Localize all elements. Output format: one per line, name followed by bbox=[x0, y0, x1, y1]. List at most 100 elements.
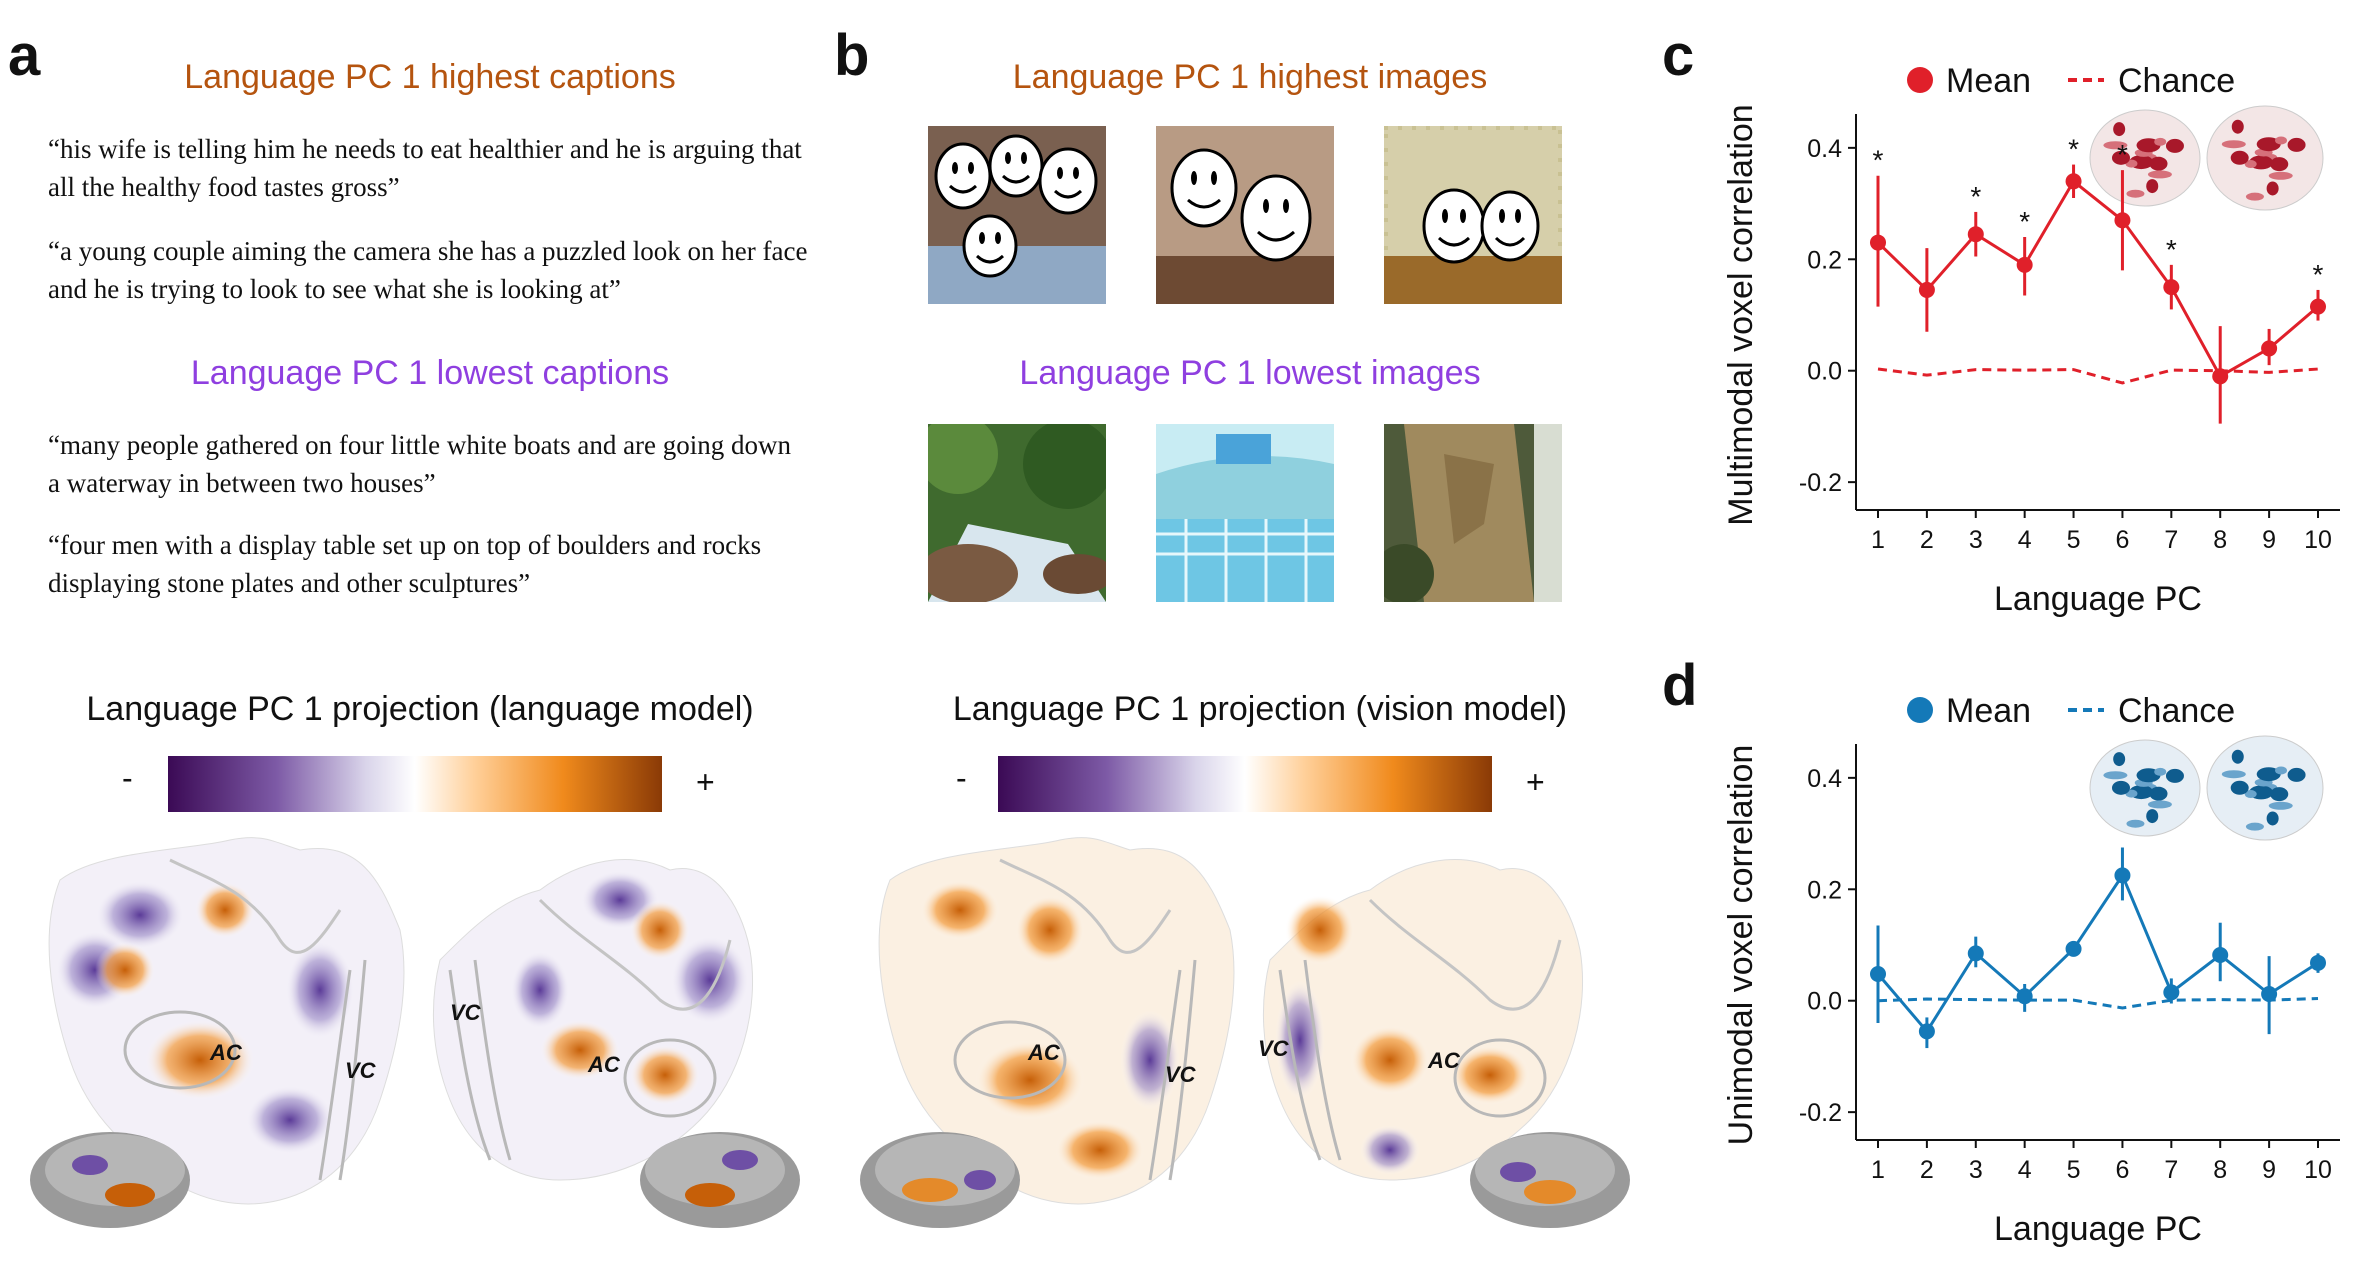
chart-c-legend-mean-label: Mean bbox=[1946, 62, 2031, 100]
chart-d-mean-point bbox=[2261, 986, 2278, 1003]
chart-c-chance-line bbox=[1877, 367, 2319, 385]
chart-c-y-tick-label: 0.4 bbox=[1807, 135, 1842, 163]
lowest-images-title: Language PC 1 lowest images bbox=[1019, 354, 1481, 392]
lowest-image-3 bbox=[1384, 424, 1562, 602]
roi-label-ac-left-b: AC bbox=[1027, 1040, 1061, 1065]
roi-label-vc-left-b: VC bbox=[1165, 1062, 1197, 1087]
chart-c-mean-point bbox=[2163, 279, 2180, 296]
chart-d-mean-point bbox=[1870, 965, 1886, 982]
chart-d-mean-point bbox=[2114, 867, 2131, 884]
chart-c-y-tick-label: 0.0 bbox=[1807, 358, 1842, 386]
highest-captions-title: Language PC 1 highest captions bbox=[184, 58, 676, 96]
right-inflated-brain-b bbox=[1470, 1132, 1630, 1228]
chart-c-x-tick-label: 1 bbox=[1871, 526, 1885, 554]
roi-label-vc-left: VC bbox=[345, 1058, 377, 1083]
left-hemisphere-flatmap bbox=[48, 837, 405, 1205]
chart-c-y-tick-label: -0.2 bbox=[1799, 469, 1842, 497]
lowest-image-2 bbox=[1156, 424, 1334, 602]
colorbar-b bbox=[998, 756, 1492, 812]
chart-c-significance-star: * bbox=[1970, 181, 1981, 212]
chart-c-mean-point bbox=[1870, 234, 1886, 251]
left-hemisphere-flatmap-b bbox=[878, 837, 1235, 1205]
chart-d-y-tick-label: -0.2 bbox=[1799, 1099, 1842, 1127]
highest-images-title: Language PC 1 highest images bbox=[1012, 58, 1488, 96]
chart-c-significance-star: * bbox=[2117, 139, 2128, 170]
chart-c-significance-star: * bbox=[1873, 145, 1884, 176]
colorbar bbox=[168, 756, 662, 812]
chart-c-x-tick-label: 4 bbox=[2018, 526, 2032, 554]
chart-c-x-tick-label: 2 bbox=[1920, 526, 1934, 554]
colorbar-gradient bbox=[168, 756, 662, 812]
chart-d-mean-point bbox=[1918, 1023, 1935, 1040]
chart-c-significance-star: * bbox=[2068, 134, 2079, 165]
highest-image-3 bbox=[1384, 126, 1562, 304]
panel-label-d: d bbox=[1662, 653, 1698, 718]
chart-d-x-tick-label: 2 bbox=[1920, 1156, 1934, 1184]
chart-d-y-axis-label: Unimodal voxel correlation bbox=[1722, 745, 1760, 1146]
roi-label-vc-right: VC bbox=[450, 1000, 482, 1025]
chart-d-mean-point bbox=[2212, 947, 2229, 964]
chart-c-x-tick-label: 10 bbox=[2304, 526, 2332, 554]
chart-c-significance-star: * bbox=[2313, 259, 2324, 290]
chart-c-inset-brain bbox=[2089, 105, 2324, 211]
lowest-image-1 bbox=[928, 424, 1106, 602]
chart-d-x-axis-label: Language PC bbox=[1994, 1210, 2202, 1248]
chart-c-x-tick-label: 7 bbox=[2164, 526, 2178, 554]
chart-d-mean-point bbox=[2163, 984, 2180, 1001]
chart-c-mean-point bbox=[2310, 298, 2326, 315]
chart-d-x-tick-label: 5 bbox=[2067, 1156, 2081, 1184]
chart-c-mean-point bbox=[2016, 256, 2033, 273]
chart-d-x-tick-label: 9 bbox=[2262, 1156, 2276, 1184]
chart-c-x-axis-label: Language PC bbox=[1994, 580, 2202, 618]
highest-caption-1: “his wife is telling him he needs to eat… bbox=[48, 134, 802, 202]
chart-c-mean-point bbox=[2212, 368, 2229, 385]
chart-d-mean-point bbox=[2065, 940, 2082, 957]
right-hemisphere-flatmap-b bbox=[1262, 859, 1583, 1181]
panel-label-c: c bbox=[1662, 23, 1695, 88]
panel-label-b: b bbox=[834, 23, 870, 88]
highest-caption-2: “a young couple aiming the camera she ha… bbox=[48, 236, 808, 304]
chart-c-mean-point bbox=[2261, 340, 2278, 357]
panel-label-a: a bbox=[8, 23, 41, 88]
chart-c-y-axis-label: Multimodal voxel correlation bbox=[1722, 104, 1760, 525]
colorbar-minus-label: - bbox=[122, 760, 133, 796]
chart-d-mean-point bbox=[2016, 988, 2033, 1005]
chart-c-mean-point bbox=[1918, 281, 1935, 298]
chart-c-mean-point bbox=[2114, 212, 2131, 229]
chart-d-y-tick-label: 0.4 bbox=[1807, 765, 1842, 793]
lowest-caption-2: “four men with a display table set up on… bbox=[48, 530, 762, 598]
chart-d-legend-mean-label: Mean bbox=[1946, 692, 2031, 730]
chart-d-mean-point bbox=[1967, 945, 1984, 962]
language-model-flatmap: AC VC VC AC bbox=[30, 837, 800, 1228]
colorbar-b-plus-label: + bbox=[1526, 764, 1545, 800]
chart-c-mean-point bbox=[2065, 173, 2082, 190]
vision-model-flatmap: AC VC VC AC bbox=[860, 837, 1630, 1228]
chart-d-chance-line bbox=[1877, 996, 2319, 1010]
chart-d-x-tick-label: 4 bbox=[2018, 1156, 2032, 1184]
roi-label-ac-left: AC bbox=[209, 1040, 243, 1065]
colorbar-b-minus-label: - bbox=[956, 760, 967, 796]
chart-c-x-tick-label: 5 bbox=[2067, 526, 2081, 554]
vision-model-projection-title: Language PC 1 projection (vision model) bbox=[952, 690, 1568, 728]
lowest-caption-1: “many people gathered on four little whi… bbox=[48, 430, 792, 498]
chart-d-x-tick-label: 10 bbox=[2304, 1156, 2332, 1184]
chart-c-x-tick-label: 6 bbox=[2115, 526, 2129, 554]
highest-image-2 bbox=[1156, 126, 1334, 304]
chart-c-x-tick-label: 3 bbox=[1969, 526, 1983, 554]
chart-c-x-tick-label: 9 bbox=[2262, 526, 2276, 554]
language-model-projection-title: Language PC 1 projection (language model… bbox=[86, 690, 754, 728]
chart-c-y-tick-label: 0.2 bbox=[1807, 246, 1842, 274]
chart-c-legend-mean-marker bbox=[1907, 67, 1933, 93]
roi-label-vc-right-b: VC bbox=[1258, 1036, 1290, 1061]
roi-label-ac-right: AC bbox=[587, 1052, 621, 1077]
chart-d-legend-mean-marker bbox=[1907, 697, 1933, 723]
chart-c-significance-star: * bbox=[2019, 206, 2030, 237]
chart-c-mean-point bbox=[1967, 226, 1984, 243]
lowest-captions-title: Language PC 1 lowest captions bbox=[190, 354, 670, 392]
chart-d-mean-line bbox=[1876, 872, 2319, 1034]
chart-c-legend-chance-label: Chance bbox=[2118, 62, 2235, 100]
roi-label-ac-right-b: AC bbox=[1427, 1048, 1461, 1073]
chart-d-y-tick-label: 0.2 bbox=[1807, 876, 1842, 904]
